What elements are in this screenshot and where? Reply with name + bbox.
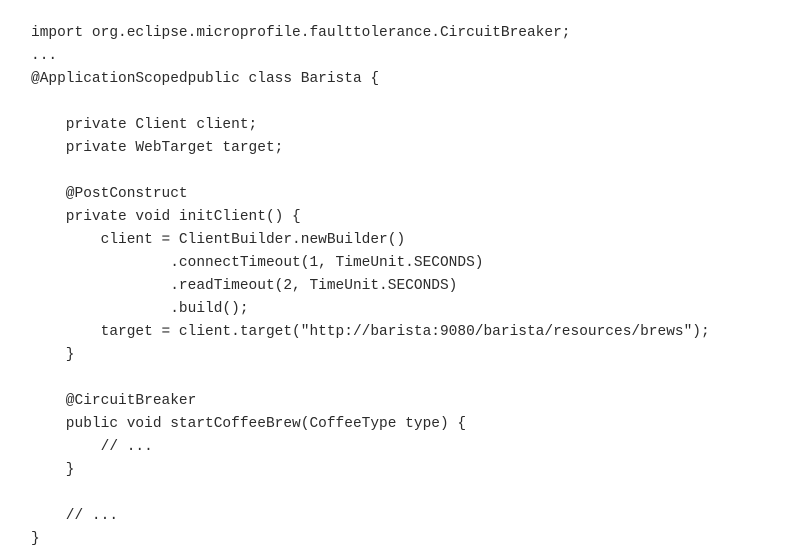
- code-line: [31, 367, 710, 390]
- code-line: private Client client;: [31, 117, 258, 133]
- code-line: target = client.target("http://barista:9…: [31, 324, 710, 340]
- code-block: import org.eclipse.microprofile.faulttol…: [31, 22, 710, 551]
- code-line: }: [31, 347, 75, 363]
- code-line: }: [31, 531, 40, 547]
- code-line: @CircuitBreaker: [31, 393, 197, 409]
- code-line: [31, 482, 710, 505]
- code-line: // ...: [31, 508, 119, 524]
- code-line: .build();: [31, 301, 249, 317]
- code-line: @ApplicationScopedpublic class Barista {: [31, 71, 380, 87]
- code-line: public void startCoffeeBrew(CoffeeType t…: [31, 416, 467, 432]
- code-line: }: [31, 462, 75, 478]
- code-line: private void initClient() {: [31, 209, 301, 225]
- code-line: .connectTimeout(1, TimeUnit.SECONDS): [31, 255, 484, 271]
- code-line: @PostConstruct: [31, 186, 188, 202]
- code-line: // ...: [31, 439, 153, 455]
- code-line: import org.eclipse.microprofile.faulttol…: [31, 25, 571, 41]
- code-line: [31, 160, 710, 183]
- code-line: [31, 91, 710, 114]
- code-line: ...: [31, 48, 58, 64]
- code-line: client = ClientBuilder.newBuilder(): [31, 232, 406, 248]
- code-line: .readTimeout(2, TimeUnit.SECONDS): [31, 278, 458, 294]
- code-line: private WebTarget target;: [31, 140, 284, 156]
